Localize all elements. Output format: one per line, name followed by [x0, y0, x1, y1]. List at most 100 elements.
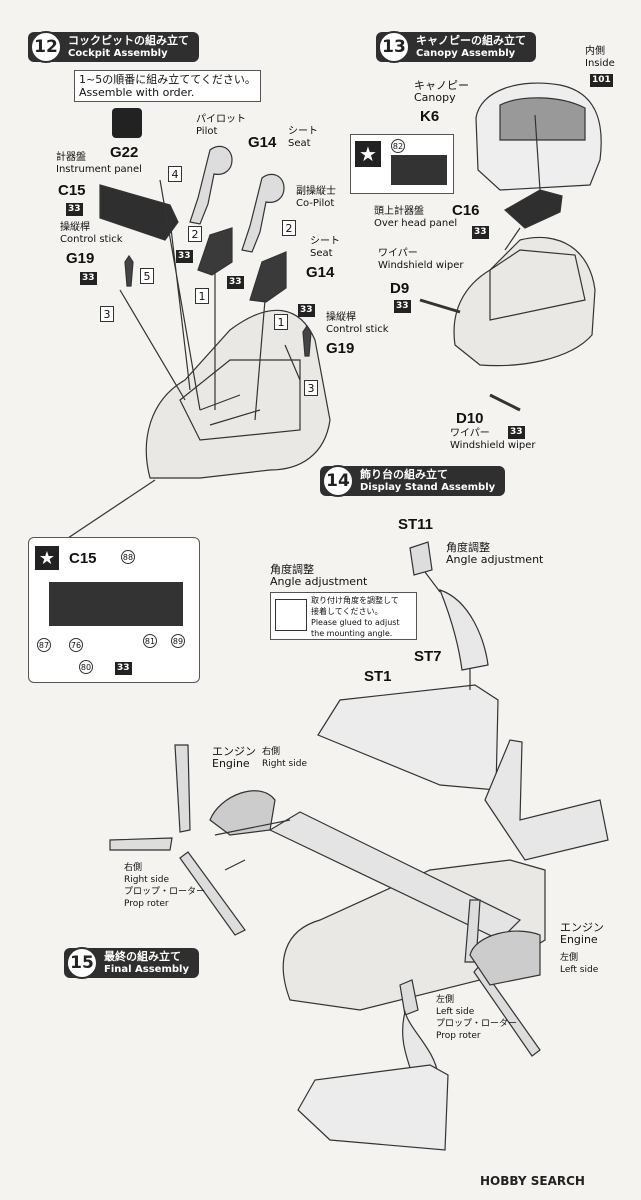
part-k6: K6 [420, 108, 440, 125]
decal-box: ★ 82 [350, 134, 454, 194]
stand-arm [438, 589, 489, 671]
star-icon: ★ [355, 141, 381, 167]
engine-right [209, 790, 276, 836]
step-box: 2 [282, 220, 296, 236]
part-c15: C15 [58, 182, 86, 199]
cockpit-fuselage [145, 309, 331, 479]
star-icon: ★ [35, 546, 59, 570]
step-box: 4 [168, 166, 182, 182]
paint-33-badge: 33 [298, 304, 315, 317]
step-title-jp: 飾り台の組み立て [360, 468, 448, 481]
c15-detail-box: ★ C15 88 87 76 81 89 80 33 [28, 537, 200, 683]
paint-101-badge: 101 [590, 74, 613, 87]
step-title-jp: コックピットの組み立て [68, 34, 189, 47]
part-d9: D9 [390, 280, 410, 297]
step15-header: 15 最終の組み立て Final Assembly [64, 947, 199, 979]
callout-76: 76 [69, 638, 83, 652]
paint-33-badge: 33 [227, 276, 244, 289]
step12-header: 12 コックピットの組み立て Cockpit Assembly [28, 31, 199, 63]
step-box: 3 [304, 380, 318, 396]
order-note: 1~5の順番に組み立ててください。 Assemble with order. [74, 70, 261, 102]
seat-part-right [249, 251, 287, 303]
step-box: 5 [140, 268, 154, 284]
paint-brush-icon [112, 108, 142, 138]
copilot-figure [241, 173, 285, 253]
paint-33-badge: 33 [66, 203, 83, 216]
part-st1: ST1 [364, 668, 392, 685]
engine-left [469, 930, 541, 986]
instrument-decal [49, 582, 183, 626]
paint-33-badge: 33 [115, 662, 132, 675]
aircraft-wing [268, 811, 522, 941]
part-st7: ST7 [414, 648, 442, 665]
callout-82: 82 [391, 139, 405, 153]
paint-33-badge: 33 [394, 300, 411, 313]
part-c16: C16 [452, 202, 480, 219]
step-title-en: Display Stand Assembly [360, 482, 496, 493]
step-number: 15 [66, 947, 98, 979]
part-g19a: G19 [66, 250, 95, 267]
step13-header: 13 キャノピーの組み立て Canopy Assembly [376, 31, 536, 63]
watermark-logo: HOBBY SEARCH [480, 1174, 585, 1188]
part-c15-detail: C15 [69, 550, 97, 567]
step-title-jp: 最終の組み立て [104, 950, 181, 963]
paint-33-badge: 33 [176, 250, 193, 263]
paint-33-badge: 33 [80, 272, 97, 285]
pilot-figure [189, 145, 233, 225]
step14-header: 14 飾り台の組み立て Display Stand Assembly [320, 465, 506, 497]
step-box: 3 [100, 306, 114, 322]
step-number: 13 [378, 31, 410, 63]
tail [484, 739, 609, 861]
step-title-jp: キャノピーの組み立て [416, 34, 526, 47]
callout-81: 81 [143, 634, 157, 648]
step-number: 12 [30, 31, 62, 63]
step-title-en: Cockpit Assembly [68, 48, 168, 59]
step-box: 1 [274, 314, 288, 330]
overhead-panel-part [503, 189, 563, 229]
part-g22: G22 [110, 144, 139, 161]
part-g19b: G19 [326, 340, 355, 357]
note-jp: 1~5の順番に組み立ててください。 [79, 73, 256, 86]
callout-88: 88 [121, 550, 135, 564]
step-box: 2 [188, 226, 202, 242]
part-st11: ST11 [398, 516, 434, 533]
callout-87: 87 [37, 638, 51, 652]
note-en: Assemble with order. [79, 86, 195, 99]
step-number: 14 [322, 465, 354, 497]
part-g14b: G14 [306, 264, 335, 281]
glue-note-box: 取り付け角度を調整して接着してください。 Please glued to adj… [270, 592, 417, 640]
step-title-en: Final Assembly [104, 964, 189, 975]
callout-89: 89 [171, 634, 185, 648]
paint-33-badge: 33 [508, 426, 525, 439]
decal-graphic [391, 155, 447, 185]
paint-33-badge: 33 [472, 226, 489, 239]
part-g14a: G14 [248, 134, 277, 151]
step-box: 1 [195, 288, 209, 304]
canopy-fuselage [453, 236, 596, 367]
callout-80: 80 [79, 660, 93, 674]
stand-joint [409, 541, 433, 576]
step-title-en: Canopy Assembly [416, 48, 516, 59]
part-d10: D10 [456, 410, 484, 427]
seat-part-left [197, 227, 233, 276]
